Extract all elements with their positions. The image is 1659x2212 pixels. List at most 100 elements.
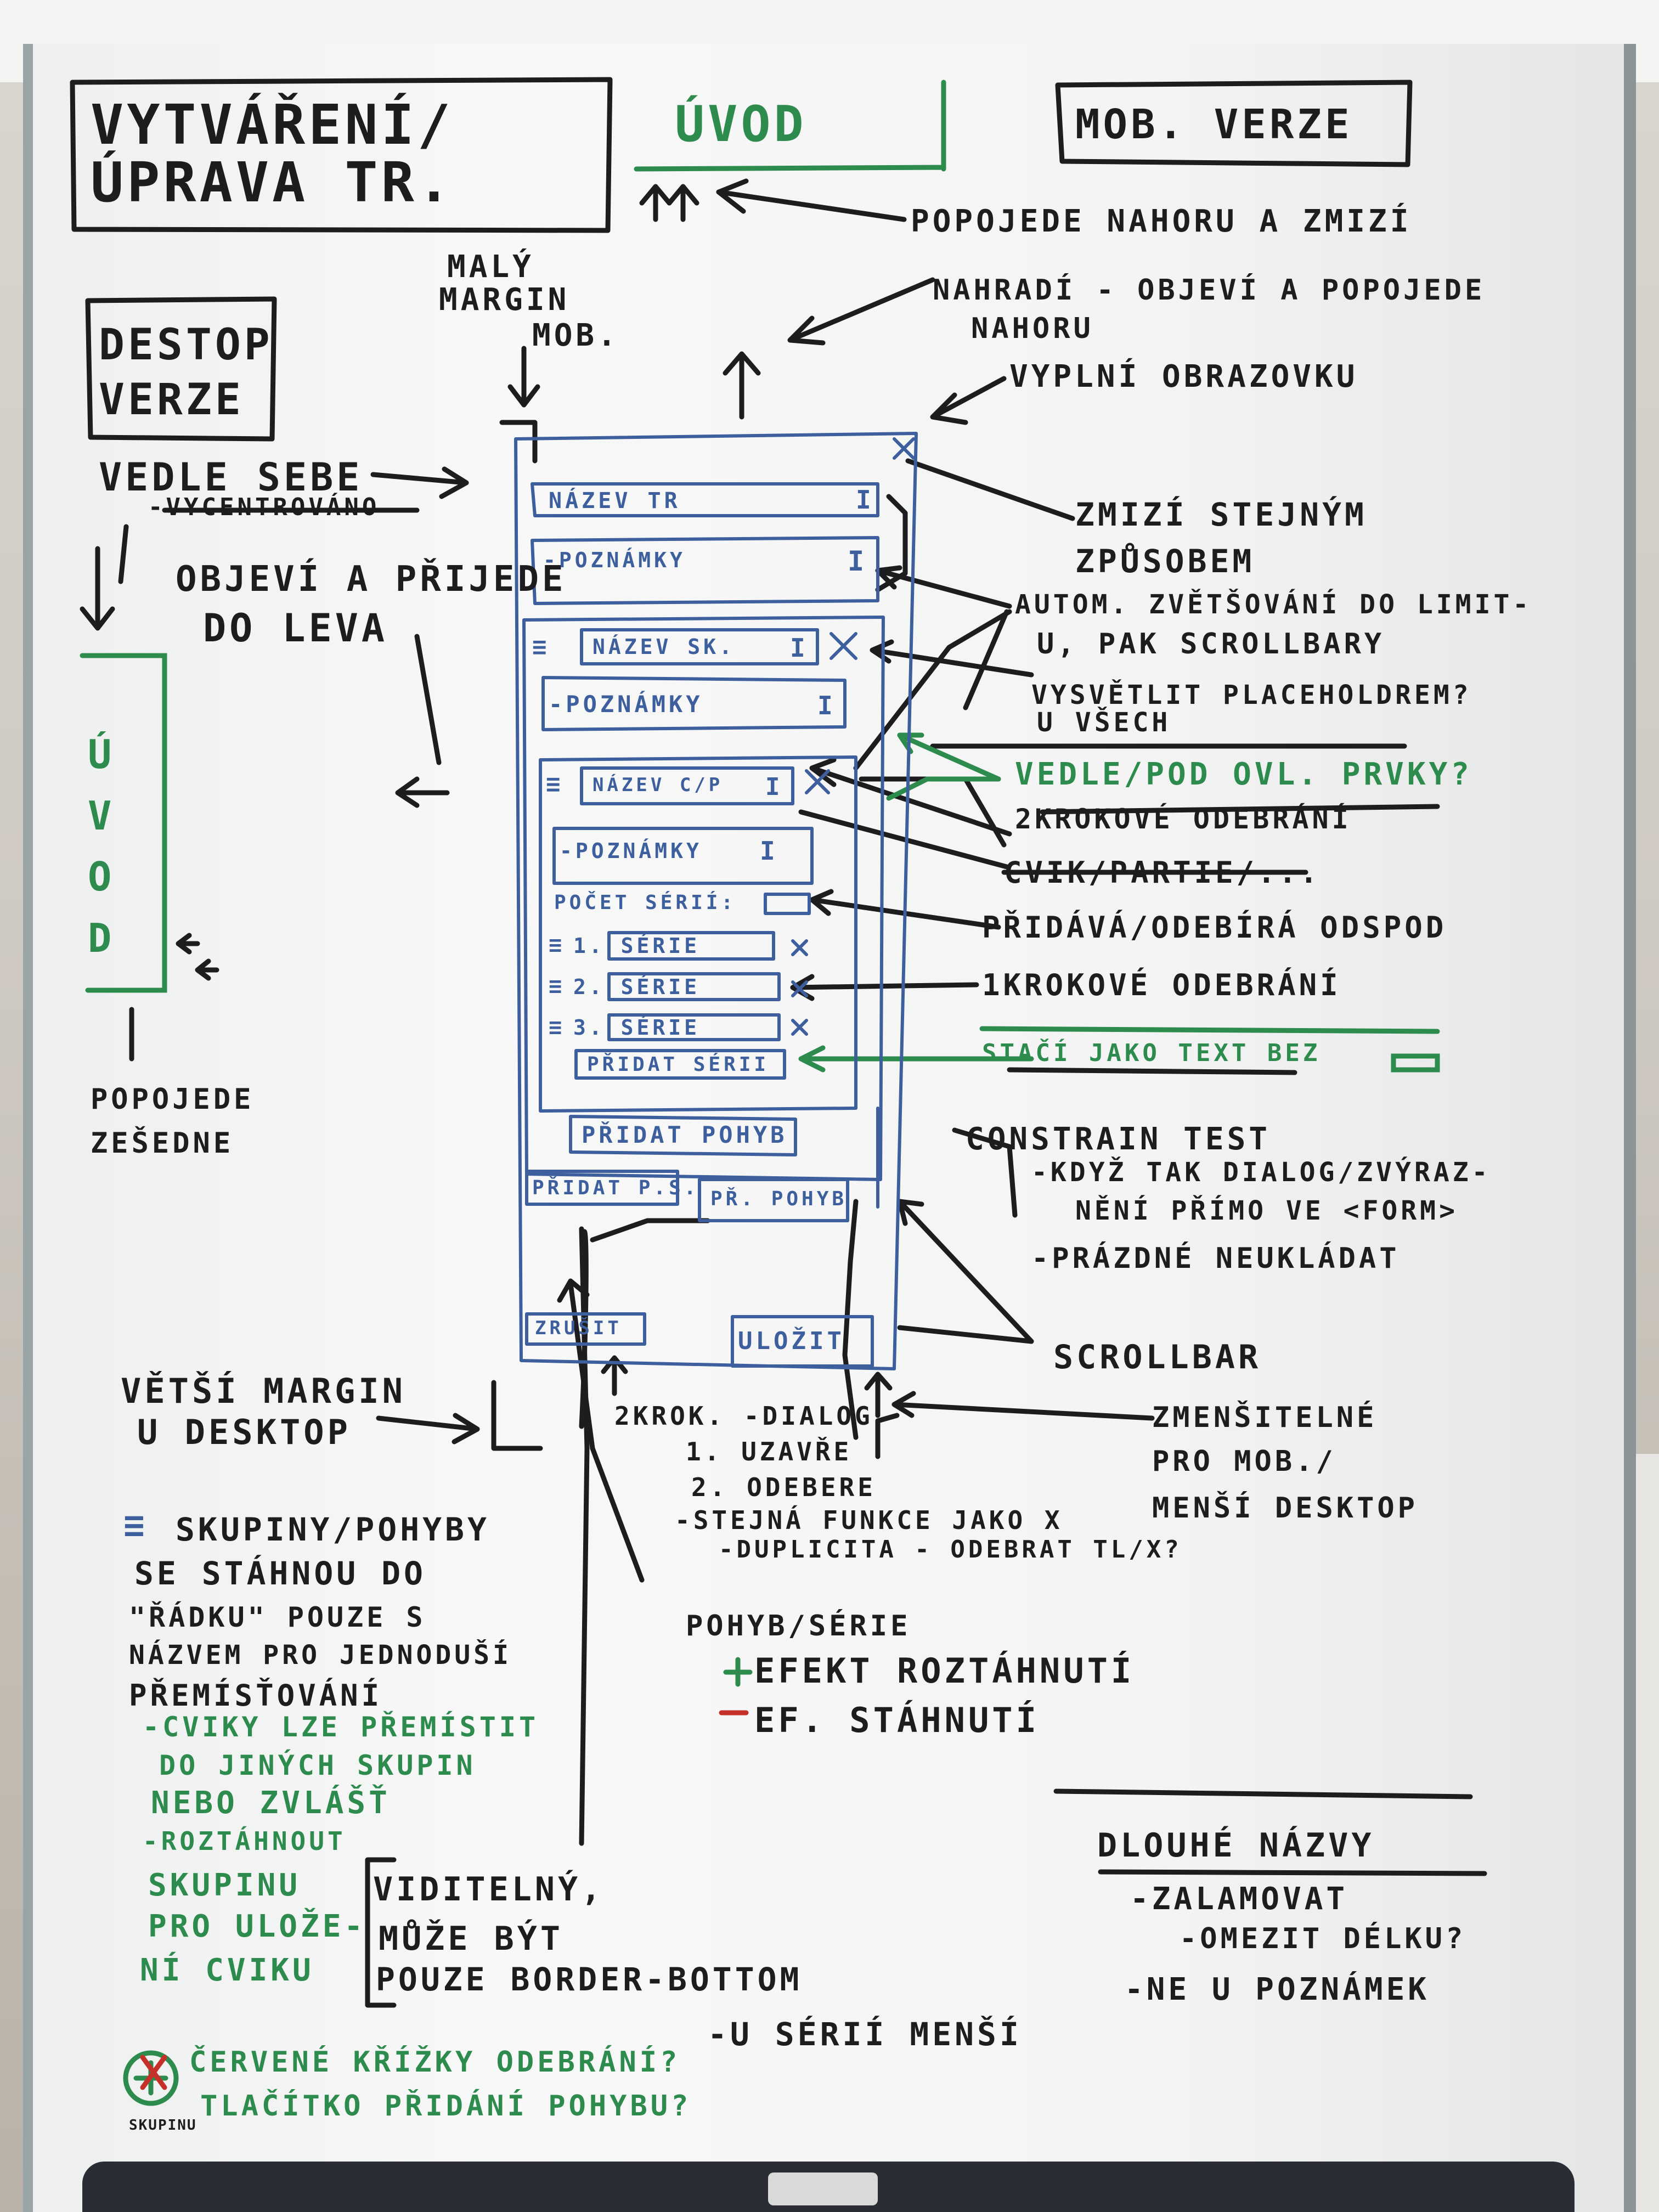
note-viditelny-line3: POUZE BORDER-BOTTOM <box>376 1961 803 1998</box>
note-popojede-line2: ZEŠEDNE <box>91 1127 234 1160</box>
note-dlouhe-line2: -ZALAMOVAT <box>1130 1881 1348 1917</box>
note-zmizi-line1: ZMIZÍ STEJNÝM <box>1075 496 1367 533</box>
sketch-ulozit: ULOŽIT <box>738 1327 845 1355</box>
note-vedle-line2: -VYCENTROVÁNO <box>148 493 380 521</box>
note-title-line1: VYTVÁŘENÍ/ <box>91 93 454 157</box>
note-zmizi-line2: ZPŮSOBEM <box>1075 543 1255 580</box>
note-autom-line2: U, PAK SCROLLBARY <box>1037 628 1385 661</box>
sketch-pr-pohyb: PŘ. POHYB <box>710 1188 848 1210</box>
note-skupiny-line9: -ROZTÁHNOUT <box>143 1826 346 1856</box>
note-skupiny-line12: NÍ CVIKU <box>140 1953 314 1988</box>
note-vedle-line1: VEDLE SEBE <box>99 455 363 500</box>
note-dialog-line1: 2KROK. -DIALOG <box>614 1401 873 1431</box>
sketch-nazev-tr: NÁZEV TR <box>549 488 681 514</box>
note-pohyb-line3: EF. STÁHNUTÍ <box>754 1700 1040 1740</box>
note-zmensitelne-line3: MENŠÍ DESKTOP <box>1152 1492 1418 1525</box>
note-skupiny-line8: NEBO ZVLÁŠŤ <box>151 1785 391 1821</box>
note-cervene: ČERVENÉ KŘÍŽKY ODEBRÁNÍ? <box>189 2046 681 2079</box>
whiteboard <box>23 44 1636 2212</box>
note-constrain-line1: CONSTRAIN TEST <box>966 1121 1271 1157</box>
sketch-pridat-pohyb: PŘIDAT POHYB <box>582 1121 788 1148</box>
sketch-zrusit: ZRUŠIT <box>535 1317 622 1339</box>
note-dialog-line2: 1. UZAVŘE <box>686 1437 853 1466</box>
note-title-line2: ÚPRAVA TR. <box>91 150 454 215</box>
sketch-serie-3: 3. SÉRIE <box>573 1015 701 1040</box>
note-viditelny-line2: MŮŽE BÝT <box>379 1920 563 1958</box>
note-vyplni: VYPLNÍ OBRAZOVKU <box>1009 359 1358 394</box>
sketch-drag-3: ≡ <box>549 933 566 958</box>
note-skupiny-line1: SKUPINY/POHYBY <box>176 1511 490 1548</box>
sketch-cursor-3: I <box>790 633 809 663</box>
note-pohyb-line1: POHYB/SÉRIE <box>686 1610 911 1643</box>
sketch-cursor-4: I <box>817 691 836 720</box>
note-desktop-line2: VERZE <box>99 375 244 425</box>
note-dvoukrok: 2KROKOVÉ ODEBRÁNÍ <box>1015 803 1352 835</box>
note-jednokrok: 1KROKOVÉ ODEBRÁNÍ <box>982 968 1341 1002</box>
note-skupiny-line3: "ŘÁDKU" POUZE S <box>129 1601 426 1633</box>
note-zmensitelne-line2: PRO MOB./ <box>1152 1445 1336 1478</box>
note-tlacitko: TLAČÍTKO PŘIDÁNÍ POHYBU? <box>200 2090 692 2123</box>
note-u-serii: -U SÉRIÍ MENŠÍ <box>708 2016 1022 2053</box>
sketch-nazev-sk: NÁZEV SK. <box>592 635 735 659</box>
note-mob-verze: MOB. VERZE <box>1075 101 1353 148</box>
sketch-drag-4: ≡ <box>549 974 566 999</box>
note-nahradi-line1: NAHRADÍ - OBJEVÍ A POPOJEDE <box>933 274 1486 307</box>
note-constrain-line2: -KDYŽ TAK DIALOG/ZVÝRAZ- <box>1031 1157 1491 1188</box>
sketch-pridat-ps: PŘIDAT P.S. <box>532 1177 699 1199</box>
note-skupiny-line11: PRO ULOŽE- <box>148 1909 366 1944</box>
note-dialog-line4: -STEJNÁ FUNKCE JAKO X <box>675 1505 1063 1535</box>
note-vedle-pod: VEDLE/POD OVL. PRVKY? <box>1015 757 1473 792</box>
note-skupiny-line10: SKUPINU <box>148 1867 301 1903</box>
note-pohyb-line2: EFEKT ROZTÁHNUTÍ <box>754 1651 1135 1691</box>
note-vetsi-line1: VĚTŠÍ MARGIN <box>121 1371 406 1411</box>
note-uvod-top: ÚVOD <box>675 95 807 153</box>
sketch-poznamky-1: -POZNÁMKY <box>543 548 686 572</box>
note-zmensitelne-line1: ZMENŠITELNÉ <box>1152 1401 1378 1434</box>
note-skupiny-line5: PŘEMÍSŤOVÁNÍ <box>129 1678 383 1713</box>
sketch-drag-5: ≡ <box>549 1015 566 1040</box>
note-skupiny-line7: DO JINÝCH SKUPIN <box>159 1750 476 1781</box>
note-nahradi-line2: NAHORU <box>971 312 1094 345</box>
sketch-pocet-serii: POČET SÉRIÍ: <box>554 891 737 914</box>
note-dlouhe-line3: -OMEZIT DÉLKU? <box>1180 1922 1466 1955</box>
sketch-cursor-5: I <box>765 773 783 801</box>
note-dlouhe-line4: -NE U POZNÁMEK <box>1125 1972 1430 2007</box>
note-staci: STAČÍ JAKO TEXT BEZ <box>982 1039 1321 1067</box>
note-skupinu: SKUPINU <box>129 2117 197 2134</box>
sketch-pridat-serii: PŘIDAT SÉRII <box>587 1053 770 1076</box>
tray-clip <box>768 2172 878 2205</box>
sketch-serie-1: 1. SÉRIE <box>573 934 701 958</box>
sketch-poznamky-2: -POZNÁMKY <box>549 691 703 718</box>
note-maly-line3: MOB. <box>532 318 619 353</box>
note-skupiny-line2: SE STÁHNOU DO <box>134 1555 426 1592</box>
sketch-cursor-1: I <box>856 485 874 515</box>
note-uvod-side: ÚVOD <box>88 731 115 961</box>
sketch-drag-1: ≡ <box>532 633 550 661</box>
note-skupiny-line6: -CVIKY LZE PŘEMÍSTIT <box>143 1711 539 1743</box>
note-dialog-line3: 2. ODEBERE <box>691 1472 876 1502</box>
note-vysvetlit-line2: U VŠECH <box>1037 707 1171 738</box>
note-desktop-line1: DESTOP <box>99 320 273 370</box>
note-maly-line2: MARGIN <box>439 282 570 318</box>
sketch-nazev-cp: NÁZEV C/P <box>592 774 724 796</box>
note-objevi-line2: DO LEVA <box>203 606 388 651</box>
note-constrain-line4: -PRÁZDNÉ NEUKLÁDAT <box>1031 1242 1400 1275</box>
note-objevi-line1: OBJEVÍ A PŘIJEDE <box>176 559 567 600</box>
sketch-cursor-6: I <box>760 836 778 866</box>
sketch-serie-2: 2. SÉRIE <box>573 975 701 999</box>
note-constrain-line3: NĚNÍ PŘÍMO VE <FORM> <box>1075 1195 1458 1226</box>
note-autom-line1: AUTOM. ZVĚTŠOVÁNÍ DO LIMIT- <box>1015 589 1532 620</box>
note-cviky: CVIK/PARTIE/... <box>1004 855 1321 890</box>
sketch-drag-2: ≡ <box>546 770 564 798</box>
note-viditelny-line1: VIDITELNÝ, <box>373 1870 605 1909</box>
note-maly-line1: MALÝ <box>447 249 534 285</box>
note-vetsi-line2: U DESKTOP <box>137 1412 351 1452</box>
note-popojede-nahoru: POPOJEDE NAHORU A ZMIZÍ <box>911 204 1412 239</box>
note-scrollbar: SCROLLBAR <box>1053 1338 1262 1376</box>
note-dialog-line5: -DUPLICITA - ODEBRAT TL/X? <box>719 1536 1182 1564</box>
skupiny-drag-icon: ≡ <box>123 1505 148 1546</box>
sketch-cursor-2: I <box>848 545 868 577</box>
note-dlouhe-line1: DLOUHÉ NÁZVY <box>1097 1826 1375 1865</box>
note-pridava: PŘIDÁVÁ/ODEBÍRÁ ODSPOD <box>982 910 1447 945</box>
